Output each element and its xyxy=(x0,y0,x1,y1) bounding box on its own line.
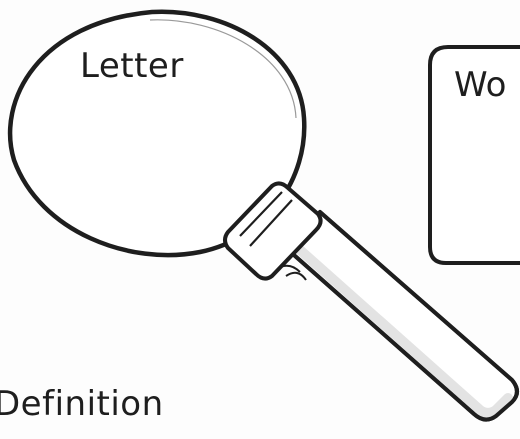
box-label: Wo xyxy=(454,65,506,105)
definition-label: Definition xyxy=(0,384,164,424)
lens-label: Letter xyxy=(80,46,184,86)
